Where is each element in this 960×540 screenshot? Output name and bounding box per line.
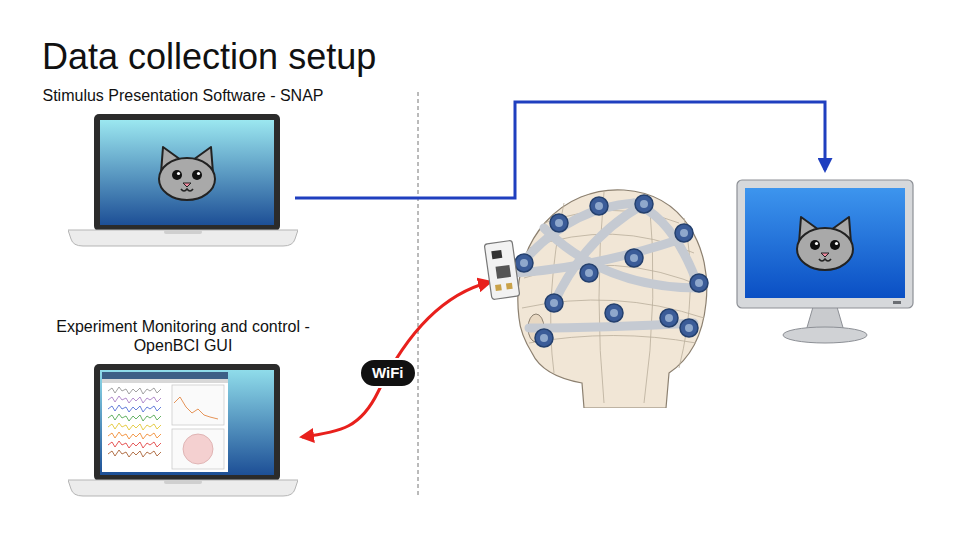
laptop-node: Experiment Monitoring and control - Open… <box>68 363 298 498</box>
node-heading: Experiment Monitoring and control - Open… <box>33 317 333 355</box>
connector-arrow <box>302 282 490 437</box>
laptop-illustration <box>68 113 298 248</box>
divider-line <box>418 92 419 498</box>
laptop-node: Stimulus Presentation Software - SNAP <box>68 113 298 248</box>
wifi-badge: WiFi <box>359 358 417 388</box>
headset-node <box>484 178 714 408</box>
diagram-title: Data collection setup <box>42 36 376 78</box>
eeg-headset-illustration <box>484 178 714 408</box>
monitor-illustration <box>733 170 918 350</box>
node-heading: Stimulus Presentation Software - SNAP <box>42 86 323 105</box>
monitor-node <box>733 170 918 350</box>
laptop-illustration <box>68 363 298 498</box>
